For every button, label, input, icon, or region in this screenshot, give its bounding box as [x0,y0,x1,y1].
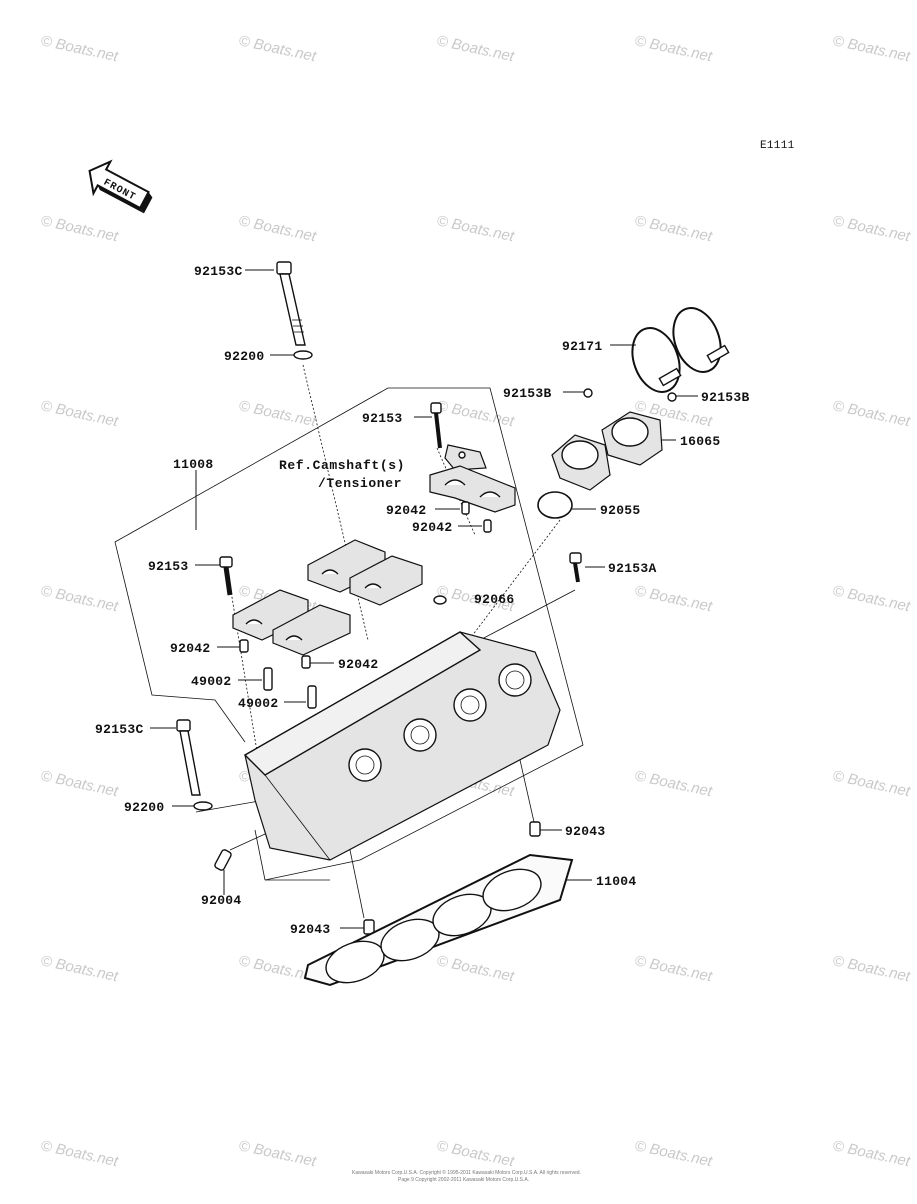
tensioner-bracket [444,444,487,471]
part-label: 92043 [290,922,331,937]
part-label: 49002 [238,696,279,711]
part-label: 49002 [191,674,232,689]
part-label: 92055 [600,503,641,518]
watermark: © Boats.net [435,952,516,985]
bolt-92153c-top [276,261,306,346]
watermark: © Boats.net [831,952,912,985]
part-label: 92153C [95,722,144,737]
part-label: 92042 [412,520,453,535]
guide-49002-a [263,667,273,691]
watermark: © Boats.net [633,767,714,800]
guide-49002-b [307,685,317,709]
watermark: © Boats.net [633,1137,714,1170]
watermark: © Boats.net [633,582,714,615]
part-label: 92200 [124,800,165,815]
cam-caps-front [232,539,423,656]
ref-tensioner-label: /Tensioner [318,476,402,491]
watermark: © Boats.net [831,1137,912,1170]
part-label: 11008 [173,457,214,472]
part-label: 16065 [680,434,721,449]
bolt-92153-left [219,556,233,596]
dowel-92042-d [301,655,311,669]
watermark: © Boats.net [39,212,120,245]
dowel-92042-a [461,501,470,515]
front-arrow-icon: FRONT [88,159,153,214]
part-label: 92042 [338,657,379,672]
part-label: 92153B [701,390,750,405]
head-gasket-11004 [303,853,574,987]
watermark: © Boats.net [633,952,714,985]
watermark: © Boats.net [39,767,120,800]
watermark: © Boats.net [435,397,516,430]
part-label: 92153B [503,386,552,401]
bolt-92153a [569,552,582,583]
watermark: © Boats.net [831,212,912,245]
watermark: © Boats.net [237,32,318,65]
bolt-92153b-right [667,392,677,402]
bolt-92153-upper [430,402,442,449]
stud-92004 [214,849,232,871]
dowel-92042-c [239,639,249,653]
washer-92200-top [293,350,313,360]
ref-camshaft-label: Ref.Camshaft(s) [279,458,405,473]
head-assembly-outline [114,387,584,881]
dowel-92043-left [363,919,375,935]
washer-92200-bottom [193,801,213,811]
watermark: © Boats.net [39,952,120,985]
clamp-92171 [631,307,730,393]
watermark: © Boats.net [39,1137,120,1170]
part-label: 92153A [608,561,657,576]
part-labels: 92153C 92200 92171 92153B 92153B 92153 1… [95,264,750,937]
watermark: © Boats.net [633,212,714,245]
part-label: 92043 [565,824,606,839]
copyright-line: Kawasaki Motors Corp.U.S.A. Copyright © … [352,1169,581,1176]
leader-lines [150,269,698,929]
watermark: © Boats.net [435,1137,516,1170]
oring-92055 [537,491,573,519]
watermark: © Boats.net [39,582,120,615]
watermark: © Boats.net [39,32,120,65]
gasket-92066 [433,595,447,605]
dowel-92042-b [483,519,492,533]
holder-16065 [551,411,663,491]
part-label: 92153C [194,264,243,279]
part-label: 92042 [170,641,211,656]
part-label: 92004 [201,893,242,908]
watermark: © Boats.net [831,767,912,800]
cylinder-head-11008 [243,631,561,861]
part-label: 92200 [224,349,265,364]
diagram-code: E1111 [760,140,795,152]
watermark: © Boats.net [237,1137,318,1170]
watermark: © Boats.net [435,32,516,65]
part-label: 92171 [562,339,603,354]
watermark: © Boats.net [435,212,516,245]
copyright-line: Page 9 Copyright 2002-2011 Kawasaki Moto… [398,1177,529,1183]
watermark: © Boats.net [39,397,120,430]
part-label: 92042 [386,503,427,518]
watermark: © Boats.net [237,397,318,430]
cam-cap-rear [429,465,516,513]
watermark: © Boats.net [831,32,912,65]
part-label: 92066 [474,592,515,607]
part-label: 92153 [148,559,189,574]
bolt-92153c-bottom [176,719,201,796]
watermark: © Boats.net [831,397,912,430]
watermark: © Boats.net [633,32,714,65]
part-label: 92153 [362,411,403,426]
part-label: 11004 [596,874,637,889]
bolt-92153b-left [583,388,593,398]
dowel-92043-right [529,821,541,837]
watermark: © Boats.net [831,582,912,615]
watermark: © Boats.net [237,212,318,245]
